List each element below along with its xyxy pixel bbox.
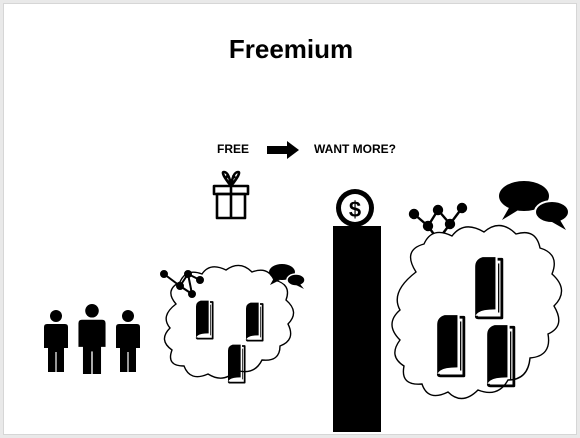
dollar-coin-icon: $ <box>336 189 374 227</box>
speech-bubbles-icon <box>499 181 570 230</box>
network-icon <box>160 270 204 298</box>
speech-bubbles-icon <box>269 264 306 289</box>
slide: Freemium FREE WANT MORE? <box>3 3 577 435</box>
cloud-icon <box>163 264 295 379</box>
freemium-illustration: $ <box>44 141 570 432</box>
gift-icon <box>212 170 250 220</box>
slide-title: Freemium <box>228 34 354 64</box>
arrow-right-icon <box>267 141 299 159</box>
dollar-symbol: $ <box>349 197 361 222</box>
want-more-label: WANT MORE? <box>314 142 396 156</box>
free-label: FREE <box>217 142 250 156</box>
people-icon <box>44 304 140 374</box>
pillar-bar <box>333 226 381 432</box>
